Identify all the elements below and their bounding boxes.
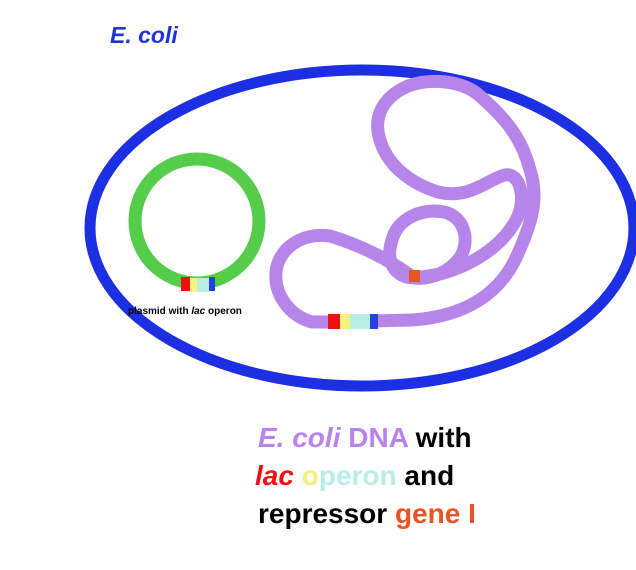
plasmid-label-prefix: plasmid with	[128, 306, 191, 317]
caption-gene-i: gene I	[394, 498, 476, 529]
chromosome-operon-cyan	[350, 314, 370, 329]
plasmid-operon-yellow	[190, 278, 197, 292]
caption-and: and	[396, 460, 455, 491]
plasmid-operon-red	[181, 277, 190, 291]
caption-operon-letter: e	[335, 460, 352, 491]
caption-operon-letter: p	[318, 460, 336, 491]
diagram-title: E. coli	[110, 22, 178, 48]
chromosome-lac-operon	[328, 314, 378, 329]
caption-dna: DNA	[340, 422, 408, 453]
cell-membrane	[84, 64, 636, 392]
caption-with: with	[407, 422, 472, 453]
caption-operon-letter: o	[362, 460, 380, 491]
caption-operon-letter: r	[351, 460, 363, 491]
caption-lac: lac	[255, 460, 294, 491]
plasmid-operon-blue	[209, 277, 215, 291]
chromosome-operon-red	[328, 314, 340, 329]
plasmid-lac-operon	[181, 277, 215, 292]
caption-line-1: E. coli DNA with	[258, 420, 472, 456]
caption-ecoli: E. coli	[258, 422, 341, 453]
chromosome-operon-blue	[370, 314, 378, 329]
caption-repressor: repressor	[258, 498, 395, 529]
plasmid-ring	[128, 152, 266, 290]
chromosome-operon-yellow	[340, 314, 350, 329]
repressor-gene-marker	[409, 270, 420, 282]
caption-operon: operon	[302, 460, 397, 491]
caption-operon-letter: o	[301, 460, 319, 491]
caption-operon-letter: n	[379, 460, 397, 491]
plasmid-label: plasmid with lac operon	[128, 306, 242, 317]
plasmid-label-suffix: operon	[205, 306, 242, 317]
caption-line-2: lac operon and	[255, 458, 454, 494]
plasmid-label-lac: lac	[191, 306, 205, 317]
chromosome-dna	[269, 74, 541, 329]
plasmid-operon-cyan	[197, 278, 209, 292]
caption-line-3: repressor gene I	[258, 496, 476, 532]
